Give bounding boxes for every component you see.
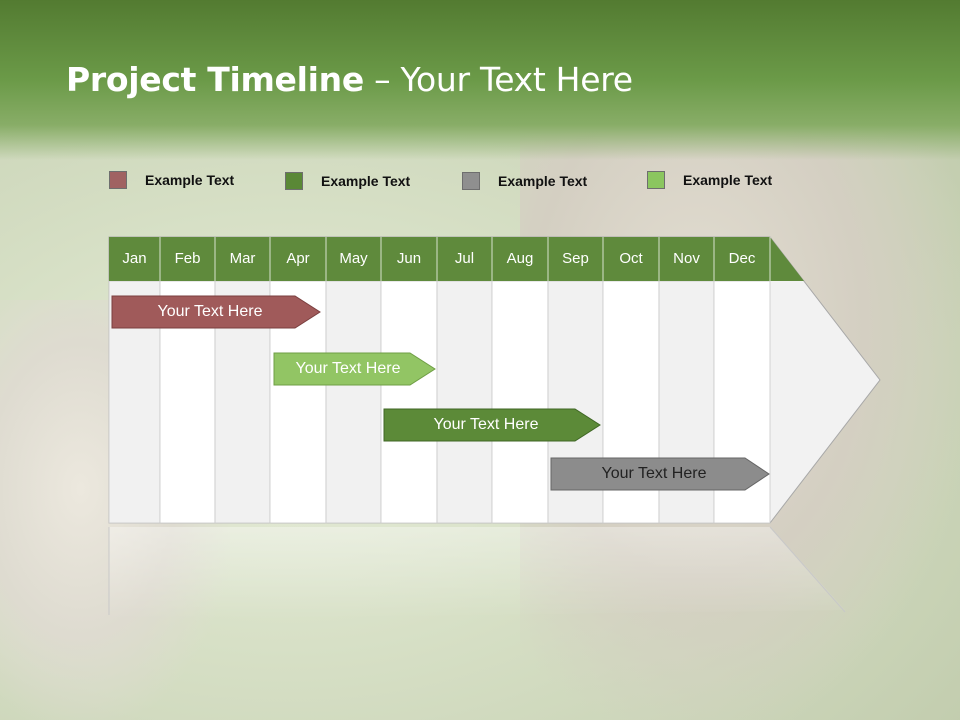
timeline-header-band	[109, 237, 804, 281]
task-bar-1	[111, 295, 321, 329]
title-subtitle: – Your Text Here	[363, 60, 633, 99]
month-label-jul: Jul	[454, 250, 475, 267]
legend-label-4: Example Text	[683, 172, 773, 188]
timeline-reflection	[109, 527, 845, 620]
legend-swatch-3	[462, 172, 480, 190]
legend-swatch-4	[647, 171, 665, 189]
month-label-oct: Oct	[619, 250, 643, 267]
task-bar-4	[550, 457, 770, 491]
month-label-nov: Nov	[673, 250, 700, 267]
legend-item-4: Example Text	[647, 169, 772, 191]
month-column-jul	[436, 280, 493, 524]
task-label-2: Your Text Here	[295, 360, 401, 377]
month-label-jun: Jun	[396, 250, 422, 267]
title-banner	[0, 0, 960, 160]
slide-title: Project Timeline – Your Text Here	[66, 60, 633, 99]
legend-swatch-1	[109, 171, 127, 189]
legend-swatch-2	[285, 172, 303, 190]
legend-label-1: Example Text	[145, 172, 235, 188]
month-column-may	[325, 280, 382, 524]
month-label-aug: Aug	[506, 250, 534, 267]
task-label-1: Your Text Here	[157, 303, 263, 320]
header-dividers	[159, 237, 771, 281]
month-label-mar: Mar	[229, 250, 256, 267]
month-label-feb: Feb	[174, 250, 201, 267]
task-label-3: Your Text Here	[433, 416, 539, 433]
legend-item-2: Example Text	[285, 170, 410, 192]
month-label-may: May	[339, 250, 368, 267]
task-label-4: Your Text Here	[601, 465, 707, 482]
month-label-dec: Dec	[728, 250, 756, 267]
month-label-sep: Sep	[562, 250, 589, 267]
title-bold: Project Timeline	[66, 60, 364, 99]
task-bar-2	[273, 352, 436, 386]
month-column-jun	[380, 280, 438, 524]
month-column-aug	[491, 280, 549, 524]
task-bar-3	[383, 408, 601, 442]
legend-label-2: Example Text	[321, 173, 411, 189]
month-label-apr: Apr	[286, 250, 310, 267]
legend-item-1: Example Text	[109, 169, 234, 191]
legend-label-3: Example Text	[498, 173, 588, 189]
month-label-jan: Jan	[122, 250, 147, 267]
reflection-edge-right	[769, 526, 846, 613]
legend-item-3: Example Text	[462, 170, 587, 192]
